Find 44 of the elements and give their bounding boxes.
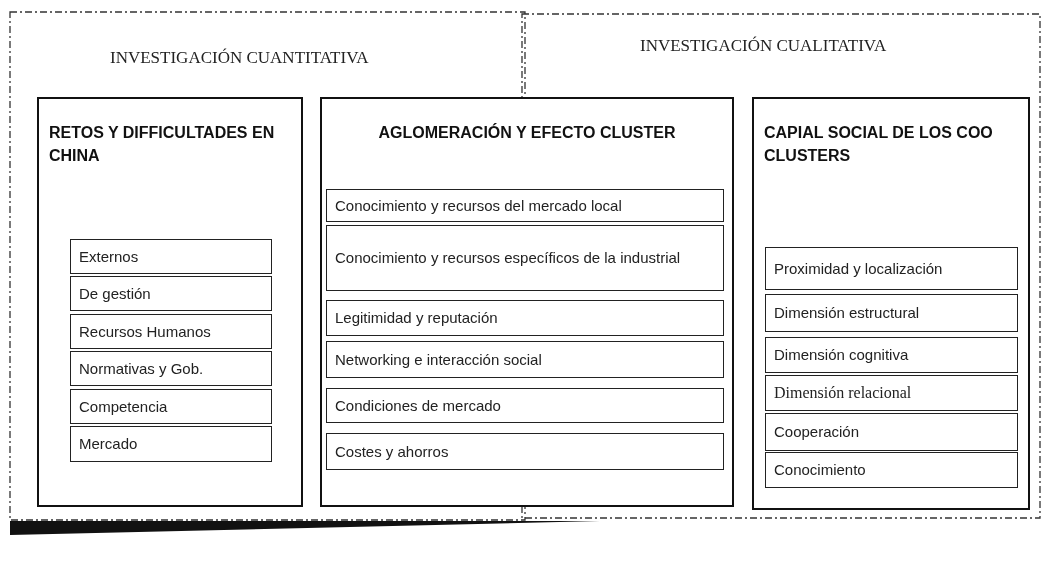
factor-box [70, 239, 272, 274]
panel-heading: AGLOMERACIÓN Y EFECTO CLUSTER [377, 122, 677, 143]
factor-label: Costes y ahorros [335, 441, 449, 462]
factor-box [326, 189, 724, 222]
category-panel [37, 97, 303, 507]
panel-heading: CAPIAL SOCIAL DE LOS COO CLUSTERS [764, 123, 994, 167]
region-title: INVESTIGACIÓN CUANTITATIVA [110, 48, 369, 68]
factor-box [70, 276, 272, 311]
factor-box [70, 389, 272, 424]
factor-label: Mercado [79, 434, 138, 455]
factor-label: Dimensión estructural [774, 303, 920, 324]
factor-box [326, 433, 724, 470]
factor-label: Condiciones de mercado [335, 395, 501, 416]
factor-label: Recursos Humanos [79, 321, 211, 342]
factor-box [765, 375, 1018, 411]
factor-box [765, 247, 1018, 290]
factor-label: Networking e interacción social [335, 349, 542, 370]
category-panel [752, 97, 1030, 510]
factor-label: Dimensión relacional [774, 383, 912, 404]
factor-label: Conocimiento y recursos específicos de la industrial [335, 248, 681, 269]
factor-label: Proximidad y localización [774, 258, 943, 279]
factor-box [765, 413, 1018, 451]
factor-box [326, 225, 724, 291]
factor-label: De gestión [79, 283, 151, 304]
factor-label: Externos [79, 246, 139, 267]
factor-label: Legitimidad y reputación [335, 308, 498, 329]
region-title: INVESTIGACIÓN CUALITATIVA [640, 36, 887, 56]
factor-label: Competencia [79, 396, 168, 417]
factor-box [765, 294, 1018, 332]
factor-box [326, 388, 724, 423]
category-panel [320, 97, 734, 507]
factor-label: Normativas y Gob. [79, 358, 204, 379]
factor-label: Conocimiento y recursos del mercado local [335, 195, 622, 216]
factor-box [326, 300, 724, 336]
factor-label: Dimensión cognitiva [774, 345, 909, 366]
factor-label: Cooperación [774, 422, 860, 443]
panel-heading: RETOS Y DIFFICULTADES EN CHINA [49, 123, 276, 167]
factor-box [70, 351, 272, 386]
factor-label: Conocimiento [774, 460, 866, 481]
factor-box [70, 426, 272, 462]
factor-box [326, 341, 724, 378]
factor-box [765, 452, 1018, 488]
factor-box [765, 337, 1018, 373]
factor-box [70, 314, 272, 349]
